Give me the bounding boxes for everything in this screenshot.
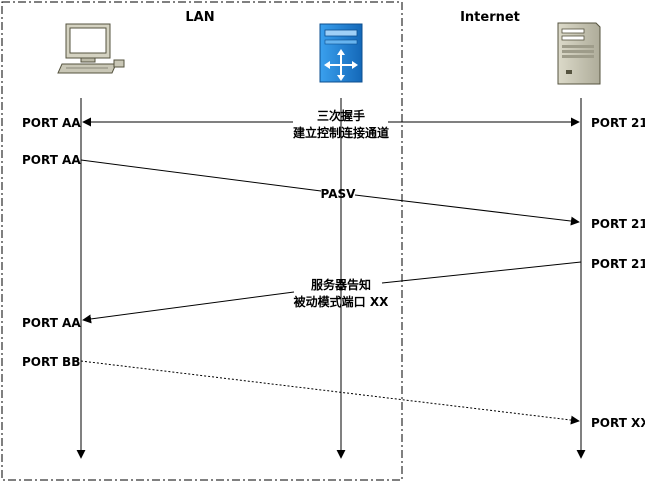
reply-arrow-segment-2 (82, 291, 295, 324)
client-port-reply: PORT AA (22, 316, 81, 330)
client-port-pasv: PORT AA (22, 153, 81, 167)
internet-zone-label: Internet (460, 10, 520, 25)
reply-label-line2: 被动模式端口 XX (294, 294, 389, 309)
handshake-label-line2: 建立控制连接通道 (292, 125, 389, 140)
server-port-pasv: PORT 21 (591, 217, 645, 231)
reply-arrow-segment-1 (381, 261, 582, 284)
pasv-label: PASV (321, 187, 357, 201)
server-port-reply: PORT 21 (591, 257, 645, 271)
pasv-arrow-segment-2 (354, 194, 580, 226)
server-port-handshake: PORT 21 (591, 116, 645, 130)
data-arrow (80, 360, 580, 425)
client-port-data: PORT BB (22, 355, 80, 369)
firewall-icon (319, 23, 363, 83)
lan-zone-label: LAN (185, 10, 214, 25)
pasv-arrow-segment-1 (80, 159, 322, 192)
client-port-handshake: PORT AA (22, 116, 81, 130)
handshake-label-line1: 三次握手 (317, 108, 365, 123)
server-port-data: PORT XX (591, 416, 645, 430)
reply-label-line1: 服务器告知 (311, 277, 371, 292)
pc-icon (57, 23, 125, 74)
server-icon (557, 22, 601, 85)
